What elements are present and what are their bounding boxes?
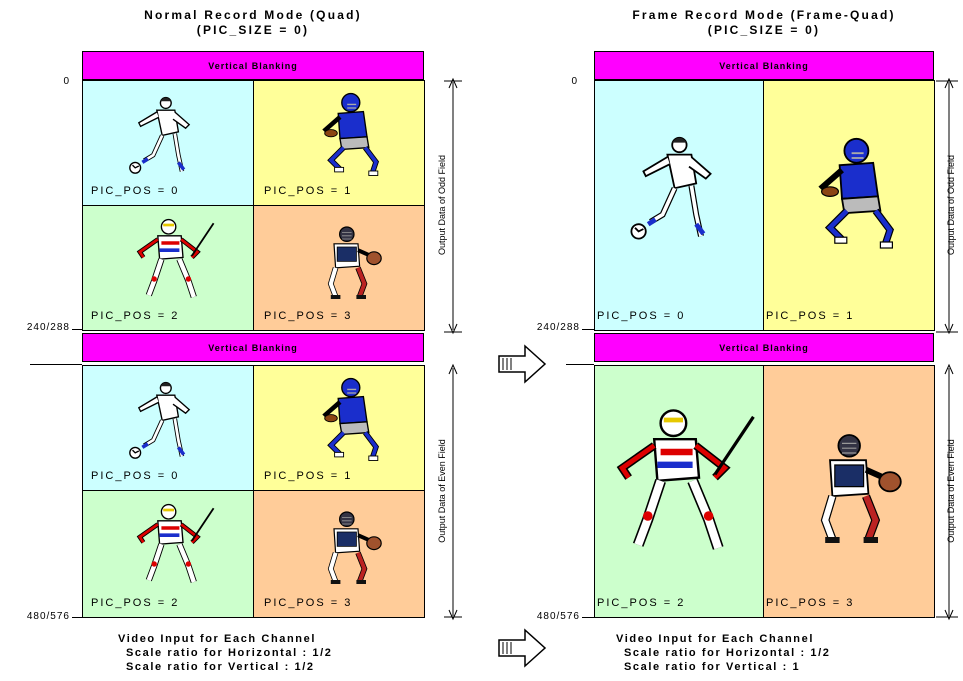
pic-pos-label: PIC_POS = 3 [264,597,353,609]
left-odd-field-label: Output Data of Odd Field [437,154,447,256]
left-even-cell-1: PIC_POS = 1 [253,365,425,491]
hockey-player-icon [603,386,763,582]
pic-pos-label: PIC_POS = 0 [597,310,686,322]
left-tick-mid-line-2 [30,364,82,365]
left-odd-cell-3: PIC_POS = 3 [253,205,425,331]
right-footer: Video Input for Each Channel Scale ratio… [616,633,831,673]
pic-pos-label: PIC_POS = 1 [766,310,855,322]
left-odd-cell-1: PIC_POS = 1 [253,80,425,206]
hockey-player-icon [99,501,249,591]
football-player-icon [304,87,394,183]
pic-pos-label: PIC_POS = 2 [597,597,686,609]
left-even-cell-2: PIC_POS = 2 [82,490,254,618]
right-tick-mid-line-2 [566,364,594,365]
left-footer: Video Input for Each Channel Scale ratio… [118,633,333,673]
soccer-player-icon [119,374,209,474]
right-vertical-blanking-mid: Vertical Blanking [594,333,934,362]
right-tick-top: 0 [571,76,578,87]
baseball-catcher-icon [310,220,390,306]
right-tick-bottom: 480/576 [536,611,580,622]
left-odd-cell-2: PIC_POS = 2 [82,205,254,331]
right-tick-mid: 240/288 [536,322,580,333]
right-vertical-blanking-top: Vertical Blanking [594,51,934,80]
left-vertical-blanking-mid: Vertical Blanking [82,333,424,362]
pic-pos-label: PIC_POS = 1 [264,185,353,197]
right-dimension-arrows [936,77,958,621]
right-even-field-label: Output Data of Even Field [946,439,956,543]
baseball-catcher-icon [310,505,390,591]
baseball-catcher-icon [794,394,914,584]
right-odd-cell-1: PIC_POS = 1 [763,80,935,331]
pic-pos-label: PIC_POS = 0 [91,185,180,197]
right-tick-bottom-line [582,617,594,618]
left-title: Normal Record Mode (Quad) (PIC_SIZE = 0) [144,8,362,37]
soccer-player-icon [119,89,209,189]
football-player-icon [304,372,394,468]
football-player-icon [794,91,914,297]
left-dimension-arrows [444,77,462,621]
pic-pos-label: PIC_POS = 1 [264,470,353,482]
right-title: Frame Record Mode (Frame-Quad) (PIC_SIZE… [632,8,896,37]
right-even-cell-2: PIC_POS = 2 [594,365,764,618]
pic-pos-label: PIC_POS = 2 [91,597,180,609]
left-odd-cell-0: PIC_POS = 0 [82,80,254,206]
left-tick-bottom-line [72,617,82,618]
soccer-player-icon [617,93,737,293]
left-tick-mid: 240/288 [26,322,70,333]
right-arrow-icon [497,628,547,668]
pic-pos-label: PIC_POS = 0 [91,470,180,482]
left-tick-bottom: 480/576 [26,611,70,622]
right-odd-field-label: Output Data of Odd Field [946,154,956,256]
right-odd-cell-0: PIC_POS = 0 [594,80,764,331]
left-even-field-label: Output Data of Even Field [437,439,447,543]
pic-pos-label: PIC_POS = 3 [766,597,855,609]
right-arrow-icon [497,344,547,384]
right-tick-mid-line [582,329,594,330]
left-tick-top: 0 [63,76,70,87]
right-even-cell-3: PIC_POS = 3 [763,365,935,618]
hockey-player-icon [99,216,249,306]
left-tick-mid-line [72,329,82,330]
left-vertical-blanking-top: Vertical Blanking [82,51,424,80]
pic-pos-label: PIC_POS = 3 [264,310,353,322]
left-even-cell-0: PIC_POS = 0 [82,365,254,491]
pic-pos-label: PIC_POS = 2 [91,310,180,322]
left-even-cell-3: PIC_POS = 3 [253,490,425,618]
